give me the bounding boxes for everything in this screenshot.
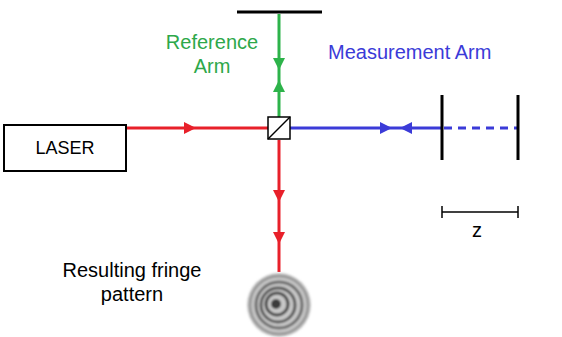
laser-box: LASER [3, 124, 127, 172]
box-text: LASER [35, 138, 94, 159]
dimension-tick [441, 206, 443, 218]
measurement-beam [290, 127, 442, 130]
output-label: Resulting fringe pattern [42, 258, 222, 306]
measurement-mirror [441, 95, 444, 160]
beam-arrow [184, 122, 196, 134]
beam-arrow [273, 58, 285, 70]
beam-arrow [273, 232, 285, 244]
mirror-travel [444, 127, 517, 130]
beam-arrow [380, 122, 392, 134]
reference-mirror [237, 11, 322, 14]
arm-label: Measurement Arm [328, 40, 491, 64]
arm-label: Reference Arm [158, 30, 266, 78]
beam-arrow [273, 190, 285, 202]
output-beam [278, 140, 281, 272]
dimension-line [442, 211, 518, 213]
beam-arrow [273, 80, 285, 92]
dimension-tick [517, 206, 519, 218]
beam-splitter [268, 117, 290, 139]
laser-beam [127, 127, 268, 130]
beam-splitter-plate [268, 117, 290, 139]
displaced-mirror [517, 95, 520, 160]
dimension-label: z [472, 218, 482, 242]
beam-arrow [400, 122, 412, 134]
fringe-pattern [247, 273, 311, 337]
